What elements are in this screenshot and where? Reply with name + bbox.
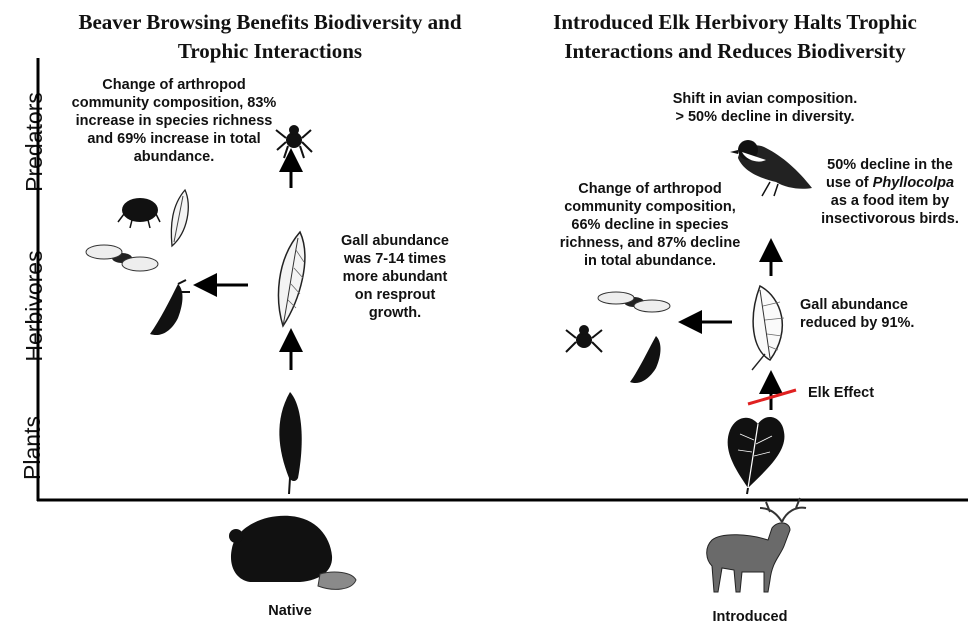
elk-effect-label: Elk Effect bbox=[808, 384, 898, 402]
leaf-icon bbox=[279, 392, 301, 494]
elk-icon bbox=[707, 498, 806, 592]
native-label: Native bbox=[240, 602, 340, 620]
right-avian-text: Shift in avian composition. > 50% declin… bbox=[640, 90, 890, 126]
gall-leaf-icon bbox=[279, 232, 305, 326]
left-arthropod-text: Change of arthropod community compositio… bbox=[64, 76, 284, 166]
spider-icon bbox=[566, 325, 602, 352]
fly-icon bbox=[86, 245, 158, 271]
right-gall-text: Gall abundance reduced by 91%. bbox=[800, 296, 950, 332]
fly-icon bbox=[598, 292, 670, 312]
introduced-label: Introduced bbox=[695, 608, 805, 626]
arrow-icon bbox=[205, 160, 291, 370]
phyllocolpa-term: Phyllocolpa bbox=[873, 175, 954, 191]
left-gall-text: Gall abundance was 7-14 times more abund… bbox=[320, 232, 470, 322]
gall-leaf-icon bbox=[171, 190, 188, 246]
beetle-icon bbox=[118, 198, 160, 228]
caterpillar-icon bbox=[150, 280, 190, 335]
right-bird-decline-text: 50% decline in the use of Phyllocolpa as… bbox=[810, 156, 970, 228]
beaver-icon bbox=[229, 516, 356, 590]
right-arthropod-text: Change of arthropod community compositio… bbox=[555, 180, 745, 270]
caterpillar-icon bbox=[630, 336, 661, 383]
heart-leaf-icon bbox=[728, 417, 785, 494]
bird-decline-suffix: as a food item by insectivorous birds. bbox=[821, 193, 959, 227]
gall-leaf-icon bbox=[752, 286, 784, 370]
